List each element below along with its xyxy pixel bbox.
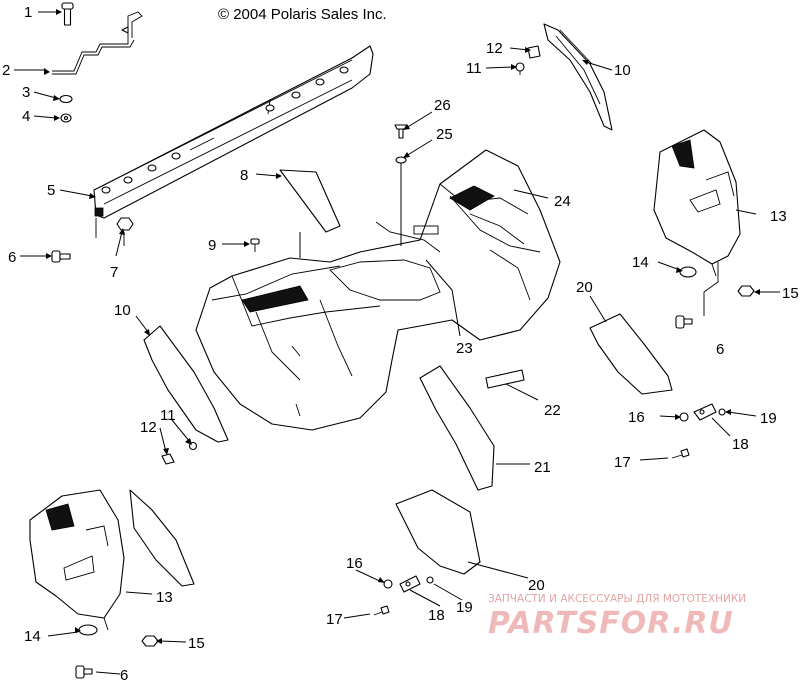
part-14-grommet-a — [679, 266, 697, 278]
copyright-text: © 2004 Polaris Sales Inc. — [218, 6, 387, 23]
callout-11: 11 — [160, 407, 176, 424]
part-19-rivet-a — [718, 408, 726, 416]
callout-13: 13 — [156, 589, 173, 606]
callout-25: 25 — [436, 126, 453, 143]
callout-16: 16 — [628, 409, 645, 426]
callout-8: 8 — [240, 167, 248, 184]
callout-20: 20 — [576, 279, 593, 296]
callout-19: 19 — [456, 599, 473, 616]
part-20-flap-a — [589, 313, 673, 395]
callout-3: 3 — [22, 84, 30, 101]
part-1-pin — [61, 2, 74, 26]
part-20-flap-b — [395, 489, 481, 575]
part-14-grommet-b — [78, 624, 98, 636]
part-10-trim-b — [143, 325, 229, 443]
part-6-bolt-c — [75, 665, 93, 679]
callout-labels: 1 2 3 4 5 6 7 8 9 10 11 12 10 11 12 26 2… — [2, 4, 799, 683]
callout-17: 17 — [614, 454, 631, 471]
part-4-nut — [60, 113, 72, 123]
callout-18: 18 — [428, 607, 445, 624]
callout-14: 14 — [24, 628, 41, 645]
part-6-bolt-a — [51, 250, 71, 263]
watermark-tagline: ЗАПЧАСТИ И АКСЕССУАРЫ ДЛЯ МОТОТЕХНИКИ — [488, 593, 746, 605]
callout-13: 13 — [770, 208, 787, 225]
callout-12: 12 — [486, 40, 503, 57]
part-18-bracket-a — [693, 403, 717, 421]
part-13-panel-b — [29, 489, 125, 631]
part-22-decal — [485, 369, 525, 389]
watermark: ЗАПЧАСТИ И АКСЕССУАРЫ ДЛЯ МОТОТЕХНИКИ PA… — [488, 593, 746, 641]
callout-4: 4 — [22, 108, 30, 125]
part-6-bolt-b — [675, 262, 719, 329]
part-18-bracket-b — [399, 575, 421, 593]
callout-6: 6 — [716, 341, 724, 358]
part-20-flap-c — [129, 489, 195, 587]
part-15-nut-a — [737, 285, 755, 297]
callout-19: 19 — [760, 410, 777, 427]
callout-22: 22 — [544, 402, 561, 419]
leader-lines — [14, 9, 780, 675]
callout-5: 5 — [47, 182, 55, 199]
callout-7: 7 — [110, 264, 118, 281]
callout-10: 10 — [114, 302, 131, 319]
part-17-screw-a — [671, 448, 690, 459]
part-16-spacer-b — [383, 579, 393, 589]
part-19-rivet-b — [426, 576, 434, 584]
callout-12: 12 — [140, 419, 157, 436]
part-12-clip-a — [527, 45, 541, 59]
part-11-screw-a — [515, 62, 525, 75]
callout-23: 23 — [456, 340, 473, 357]
part-2-rod — [52, 11, 143, 75]
callout-20: 20 — [528, 577, 545, 594]
callout-10: 10 — [614, 62, 631, 79]
part-17-screw-b — [373, 605, 390, 616]
part-3-washer — [59, 94, 73, 104]
rear-fender-body — [195, 149, 561, 431]
part-15-nut-b — [141, 635, 159, 647]
callout-17: 17 — [326, 611, 343, 628]
part-8-plate — [279, 169, 341, 233]
part-13-panel-a — [653, 129, 741, 277]
part-5-rack-bar — [93, 45, 374, 219]
part-16-spacer-a — [679, 412, 689, 422]
callout-15: 15 — [188, 635, 205, 652]
callout-1: 1 — [24, 4, 32, 21]
part-7-nut — [95, 217, 134, 246]
part-9-screw — [250, 238, 260, 252]
part-21-flap — [419, 365, 495, 491]
callout-16: 16 — [346, 555, 363, 572]
callout-21: 21 — [534, 459, 551, 476]
part-25-washer — [395, 156, 407, 164]
callout-24: 24 — [554, 193, 571, 210]
callout-6: 6 — [120, 667, 128, 683]
callout-26: 26 — [434, 97, 451, 114]
callout-6: 6 — [8, 249, 16, 266]
part-12-clip-b — [161, 453, 175, 465]
part-10-trim-a — [543, 23, 613, 131]
callout-15: 15 — [782, 285, 799, 302]
callout-9: 9 — [208, 237, 216, 254]
callout-18: 18 — [732, 436, 749, 453]
callout-11: 11 — [466, 60, 482, 77]
watermark-brand: PARTSFOR.RU — [488, 606, 734, 641]
callout-2: 2 — [2, 62, 10, 79]
callout-14: 14 — [632, 254, 649, 271]
